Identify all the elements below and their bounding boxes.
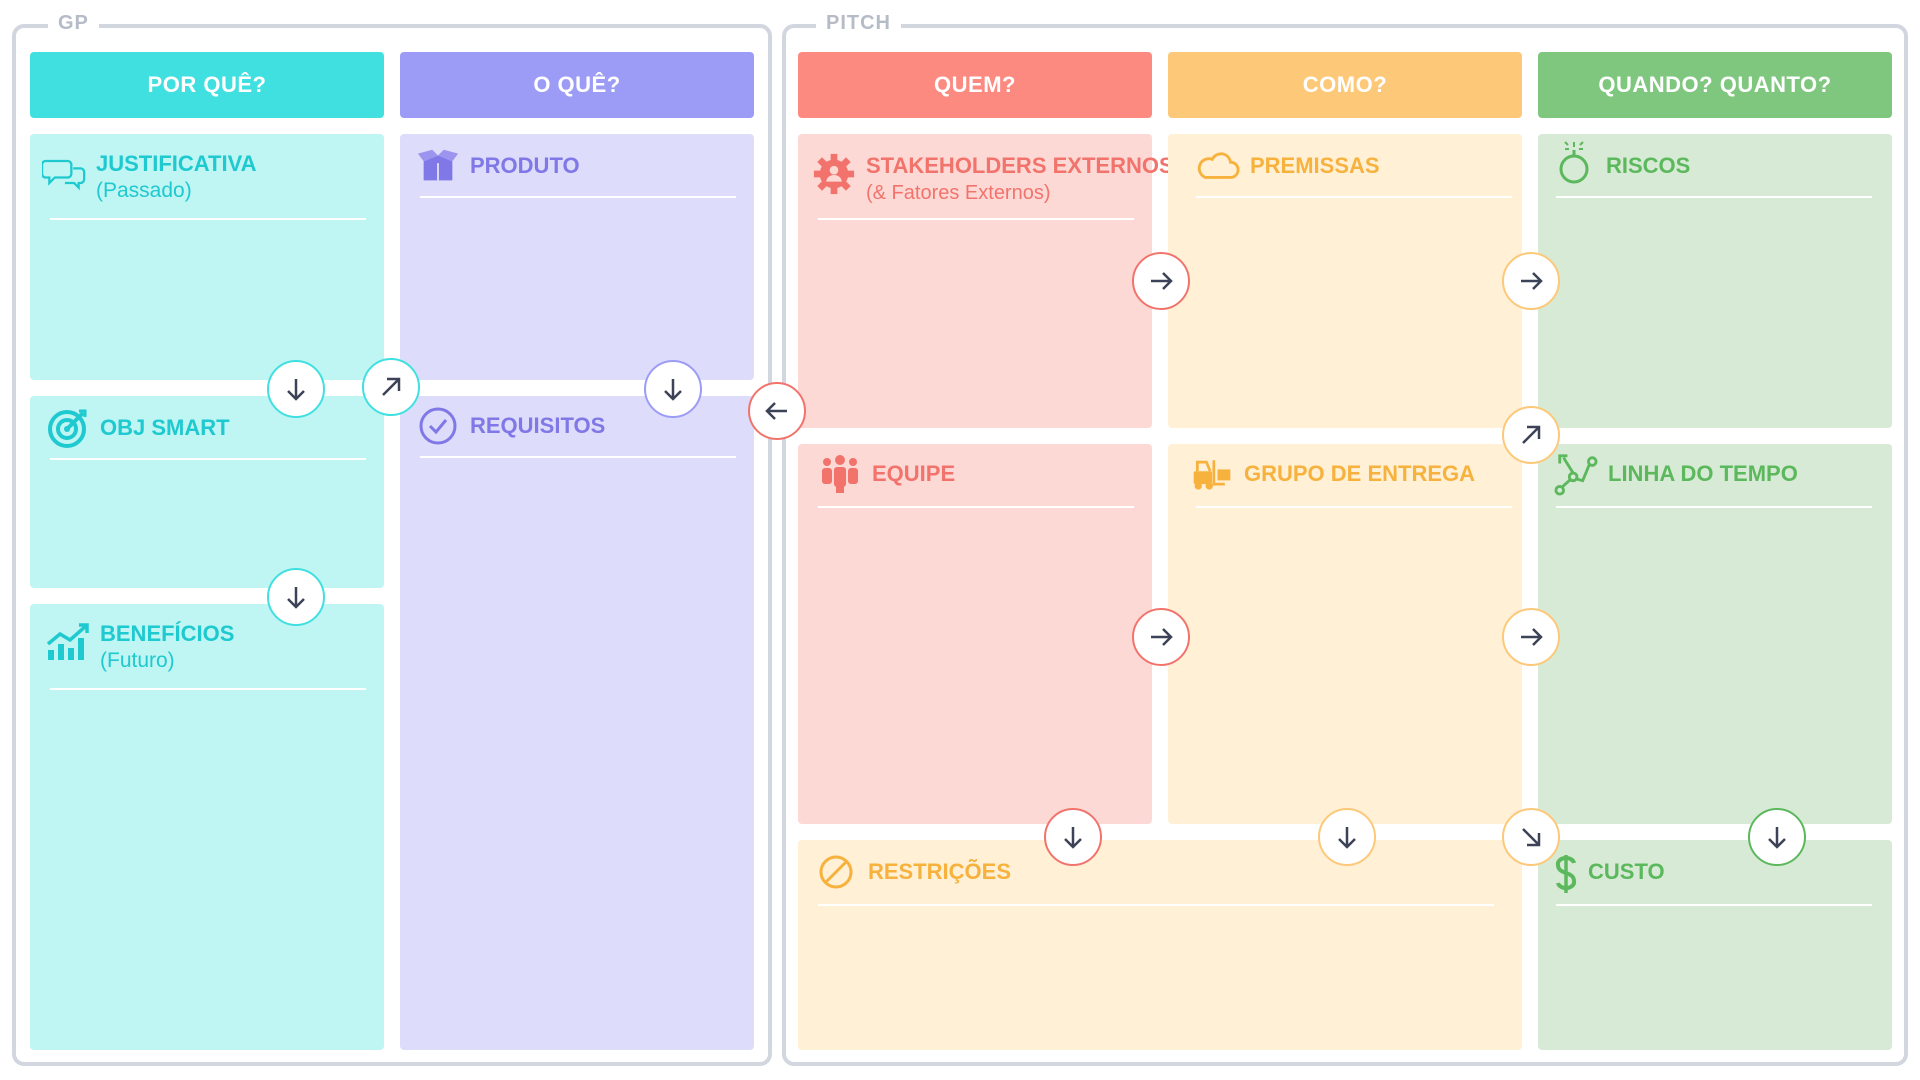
card-title-text: STAKEHOLDERS EXTERNOS (866, 153, 1174, 178)
card-subtitle-text: (& Fatores Externos) (866, 182, 1051, 204)
header-como: COMO? (1168, 52, 1522, 118)
arrow-up-right-icon (362, 358, 420, 416)
header-o-que: O QUÊ? (400, 52, 754, 118)
card-obj-smart[interactable] (30, 396, 384, 588)
card-linha-tempo-title: LINHA DO TEMPO (1554, 452, 1798, 496)
divider (420, 456, 736, 458)
gp-section-frame (12, 24, 772, 1066)
card-restricoes-title: RESTRIÇÕES (814, 850, 1011, 894)
card-restricoes[interactable] (798, 840, 1522, 1050)
pitch-section-frame (782, 24, 1908, 1066)
bomb-icon (1552, 140, 1596, 184)
team-icon (818, 452, 862, 496)
arrow-right-icon (1132, 608, 1190, 666)
arrow-down-icon (1318, 808, 1376, 866)
arrow-right-icon (1502, 608, 1560, 666)
divider (1196, 506, 1512, 508)
arrow-down-icon (267, 360, 325, 418)
card-title-text: GRUPO DE ENTREGA (1244, 461, 1476, 486)
divider (818, 506, 1134, 508)
forklift-icon (1190, 452, 1234, 496)
growth-chart-icon (46, 620, 90, 664)
card-subtitle-text: (Passado) (96, 179, 192, 202)
arrow-left-icon (748, 382, 806, 440)
arrow-right-icon (1132, 252, 1190, 310)
card-justificativa-title: JUSTIFICATIVA (Passado) (42, 150, 257, 205)
timeline-icon (1554, 452, 1598, 496)
header-quem: QUEM? (798, 52, 1152, 118)
card-equipe-title: EQUIPE (818, 452, 955, 496)
arrow-up-right-icon (1502, 406, 1560, 464)
card-equipe[interactable] (798, 444, 1152, 824)
arrow-down-icon (644, 360, 702, 418)
divider (420, 196, 736, 198)
divider (1556, 904, 1872, 906)
divider (1196, 196, 1512, 198)
divider (1556, 196, 1872, 198)
card-subtitle-text: (Futuro) (100, 649, 175, 672)
arrow-down-icon (1748, 808, 1806, 866)
card-title-text: RISCOS (1606, 153, 1691, 178)
card-title-text: JUSTIFICATIVA (96, 151, 257, 176)
card-grupo-entrega[interactable] (1168, 444, 1522, 824)
divider (50, 218, 366, 220)
prohibited-icon (814, 850, 858, 894)
divider (818, 904, 1494, 906)
arrow-down-right-icon (1502, 808, 1560, 866)
card-title-text: EQUIPE (872, 461, 956, 486)
card-stakeholders[interactable] (798, 134, 1152, 428)
gp-section-label: GP (48, 12, 99, 35)
card-requisitos-title: REQUISITOS (416, 404, 605, 448)
card-title-text: OBJ SMART (100, 415, 230, 440)
card-grupo-entrega-title: GRUPO DE ENTREGA (1190, 452, 1475, 496)
card-title-text: RESTRIÇÕES (868, 859, 1012, 884)
divider (818, 218, 1134, 220)
card-premissas-title: PREMISSAS (1196, 144, 1380, 188)
gear-person-icon (812, 152, 856, 196)
card-produto-title: PRODUTO (416, 144, 580, 188)
target-icon (46, 406, 90, 450)
speech-bubbles-icon (42, 150, 86, 194)
card-beneficios[interactable] (30, 604, 384, 1050)
arrow-down-icon (1044, 808, 1102, 866)
card-linha-tempo[interactable] (1538, 444, 1892, 824)
card-justificativa[interactable] (30, 134, 384, 380)
card-premissas[interactable] (1168, 134, 1522, 428)
arrow-right-icon (1502, 252, 1560, 310)
divider (50, 688, 366, 690)
card-obj-smart-title: OBJ SMART (46, 406, 230, 450)
card-custo[interactable] (1538, 840, 1892, 1050)
card-beneficios-title: BENEFÍCIOS (Futuro) (46, 620, 234, 675)
check-circle-icon (416, 404, 460, 448)
card-title-text: CUSTO (1588, 859, 1665, 884)
card-title-text: PREMISSAS (1250, 153, 1380, 178)
card-riscos[interactable] (1538, 134, 1892, 428)
card-stakeholders-title: STAKEHOLDERS EXTERNOS (& Fatores Externos… (812, 152, 1174, 207)
divider (1556, 506, 1872, 508)
open-box-icon (416, 144, 460, 188)
card-requisitos[interactable] (400, 396, 754, 1050)
card-title-text: REQUISITOS (470, 413, 606, 438)
arrow-down-icon (267, 568, 325, 626)
card-produto[interactable] (400, 134, 754, 380)
divider (50, 458, 366, 460)
header-quando-quanto: QUANDO? QUANTO? (1538, 52, 1892, 118)
card-custo-title: CUSTO (1554, 852, 1665, 896)
card-riscos-title: RISCOS (1552, 140, 1690, 184)
cloud-icon (1196, 144, 1240, 188)
card-title-text: BENEFÍCIOS (100, 621, 235, 646)
header-por-que: POR QUÊ? (30, 52, 384, 118)
card-title-text: PRODUTO (470, 153, 580, 178)
card-title-text: LINHA DO TEMPO (1608, 461, 1798, 486)
pitch-section-label: PITCH (816, 12, 901, 35)
dollar-icon (1554, 852, 1578, 896)
